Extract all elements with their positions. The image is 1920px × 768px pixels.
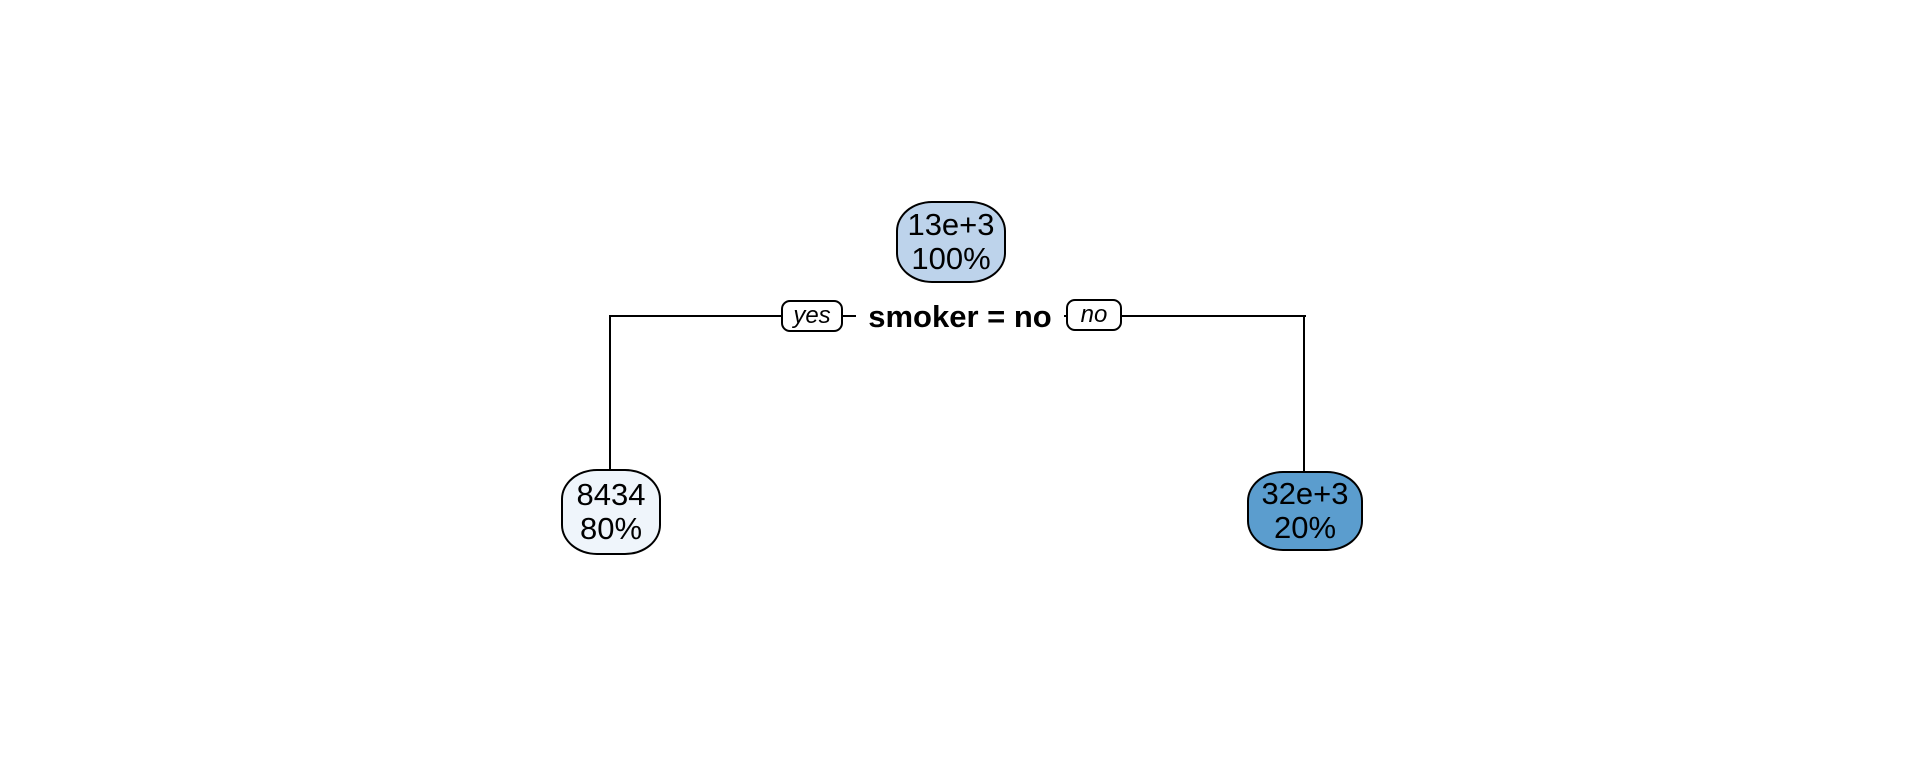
- branch-label-no: no: [1066, 299, 1122, 331]
- root-node-value: 13e+3: [907, 207, 995, 242]
- branch-label-yes: yes: [781, 300, 843, 332]
- leaf-node-right: 32e+3 20%: [1247, 471, 1363, 551]
- branch-line-right-vertical: [1303, 315, 1305, 473]
- branch-line-left-vertical: [609, 315, 611, 471]
- root-node-percent: 100%: [911, 241, 991, 276]
- leaf-right-value: 32e+3: [1261, 476, 1349, 511]
- leaf-right-percent: 20%: [1273, 510, 1337, 545]
- leaf-left-percent: 80%: [579, 511, 643, 546]
- split-condition-label: smoker = no: [856, 299, 1064, 334]
- root-node: 13e+3 100%: [896, 201, 1006, 283]
- leaf-node-left: 8434 80%: [561, 469, 661, 555]
- leaf-left-value: 8434: [576, 477, 646, 512]
